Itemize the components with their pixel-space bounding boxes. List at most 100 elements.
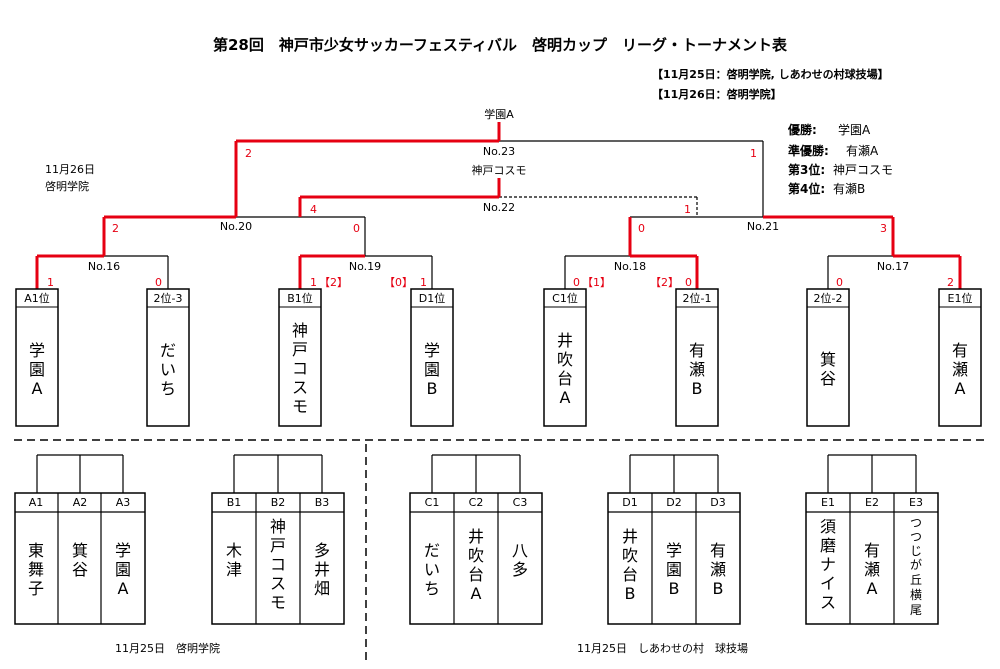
pk-no19-left: 【2】: [319, 276, 348, 289]
league-d-team-1-char-3: 台: [622, 565, 638, 584]
league-d-team-1-char-2: 吹: [622, 546, 638, 565]
pk-no18-left: 【1】: [582, 276, 611, 289]
league-d-code-3: D3: [710, 496, 725, 509]
league-c-team-1-char-2: い: [424, 560, 440, 579]
pk-no19-right: 【0】: [384, 276, 413, 289]
result-label-2: 準優勝:: [788, 143, 829, 158]
day2-venue: 啓明学院: [45, 179, 89, 193]
slot-team-3-char-2: 戸: [292, 340, 308, 359]
schedule-line-1: 【11月25日：啓明学院, しあわせの村球技場】: [652, 67, 889, 81]
league-b-code-3: B3: [315, 496, 330, 509]
league-c-code-2: C2: [469, 496, 484, 509]
league-d-team-2-char-1: 学: [666, 541, 682, 560]
slot-box-8: [938, 288, 982, 427]
slot-box-5: [543, 288, 587, 427]
slot-team-4-char-3: B: [427, 379, 438, 398]
league-c-team-2-char-1: 井: [468, 527, 484, 546]
score-no22-right: 1: [684, 203, 691, 216]
slot-team-7-char-2: 谷: [820, 369, 836, 388]
slot-box-2: [146, 288, 190, 427]
league-b-team-2-char-3: コ: [270, 555, 286, 574]
league-e-team-3-char-6: 横: [910, 588, 922, 602]
score-no18-right: 0: [685, 276, 692, 289]
slot-team-5-char-1: 井: [557, 331, 573, 350]
league-c-team-3-char-2: 多: [512, 560, 528, 579]
league-e-team-1-char-4: イ: [820, 574, 836, 593]
score-no23-right: 1: [750, 147, 757, 160]
slot-seed-8: E1位: [948, 291, 973, 305]
match-no20-label: No.20: [220, 220, 252, 233]
league-e-team-3-char-1: つ: [910, 516, 922, 530]
slot-team-1-char-3: A: [32, 379, 43, 398]
score-no21-right: 3: [880, 222, 887, 235]
venue-right: 11月25日 しあわせの村 球技場: [577, 641, 748, 655]
tournament-slots: A1位 2位-3 B1位 D1位 C1位 2位-1 2位-2 E1位 学 園 A…: [15, 288, 982, 427]
score-no18-left: 0: [573, 276, 580, 289]
league-d-team-3-char-2: 瀬: [710, 560, 726, 579]
result-value-4: 有瀬B: [833, 182, 865, 196]
slot-seed-4: D1位: [419, 291, 445, 305]
result-label-4: 第4位:: [788, 181, 825, 196]
score-no20-right: 0: [353, 222, 360, 235]
league-a-team-2-char-2: 谷: [72, 560, 88, 579]
slot-seed-6: 2位-1: [683, 291, 712, 305]
slot-team-5-char-3: 台: [557, 369, 573, 388]
result-value-1: 学園A: [838, 122, 871, 137]
slot-team-1-char-2: 園: [29, 360, 45, 379]
league-d-team-1-char-4: B: [625, 584, 636, 603]
slot-team-5-char-4: A: [560, 388, 571, 407]
league-a-box: [14, 492, 146, 625]
league-b-team-3-char-2: 井: [314, 560, 330, 579]
schedule-line-2: 【11月26日：啓明学院】: [652, 87, 782, 101]
league-b-code-1: B1: [227, 496, 242, 509]
result-label-1: 優勝:: [787, 122, 817, 137]
score-no21-left: 0: [638, 222, 645, 235]
league-e-code-1: E1: [821, 496, 835, 509]
league-d-team-3-char-1: 有: [710, 541, 726, 560]
league-e-team-1-char-3: ナ: [820, 555, 836, 574]
league-d-team-2-char-2: 園: [666, 560, 682, 579]
slot-team-2-char-1: だ: [160, 341, 176, 360]
score-no22-left: 4: [310, 203, 317, 216]
slot-team-1-char-1: 学: [29, 341, 45, 360]
slot-seed-7: 2位-2: [814, 291, 843, 305]
slot-seed-2: 2位-3: [154, 291, 183, 305]
league-e-team-2-char-3: A: [867, 579, 878, 598]
league-d-team-2-char-3: B: [669, 579, 680, 598]
league-a-team-1-char-2: 舞: [28, 560, 44, 579]
slot-team-3-char-5: モ: [292, 397, 308, 416]
league-e-code-2: E2: [865, 496, 879, 509]
league-b-code-2: B2: [271, 496, 286, 509]
slot-team-3-char-1: 神: [292, 321, 308, 340]
league-e-team-3-char-7: 尾: [910, 603, 922, 617]
slot-team-6-char-1: 有: [689, 341, 705, 360]
league-e-team-1-char-2: 磨: [820, 536, 836, 555]
league-a-team-2-char-1: 箕: [72, 541, 88, 560]
slot-box-3: [278, 288, 322, 427]
slot-seed-5: C1位: [552, 291, 578, 305]
slot-team-6-char-2: 瀬: [689, 360, 705, 379]
league-d-box: [607, 492, 741, 625]
score-no17-right: 2: [947, 276, 954, 289]
league-b-box: [211, 492, 345, 625]
day2-date: 11月26日: [45, 163, 95, 176]
league-b-team-2-char-1: 神: [270, 517, 286, 536]
slot-team-8-char-3: A: [955, 379, 966, 398]
match-no23-label: No.23: [483, 145, 515, 158]
league-b-team-1-char-1: 木: [226, 541, 242, 560]
result-label-3: 第3位:: [788, 162, 825, 177]
league-a-team-3-char-3: A: [118, 579, 129, 598]
slot-team-4-char-1: 学: [424, 341, 440, 360]
slot-team-3-char-4: ス: [292, 378, 308, 397]
score-no20-left: 2: [112, 222, 119, 235]
league-a-team-3-char-1: 学: [115, 541, 131, 560]
league-d-team-3-char-3: B: [713, 579, 724, 598]
slot-team-8-char-1: 有: [952, 341, 968, 360]
third-place-winner-label: 神戸コスモ: [472, 163, 527, 177]
league-a-code-2: A2: [73, 496, 88, 509]
score-no19-right: 1: [420, 276, 427, 289]
league-c-team-2-char-4: A: [471, 584, 482, 603]
slot-seed-3: B1位: [287, 291, 313, 305]
champion-label: 学園A: [484, 107, 514, 121]
result-value-3: 神戸コスモ: [833, 163, 893, 177]
